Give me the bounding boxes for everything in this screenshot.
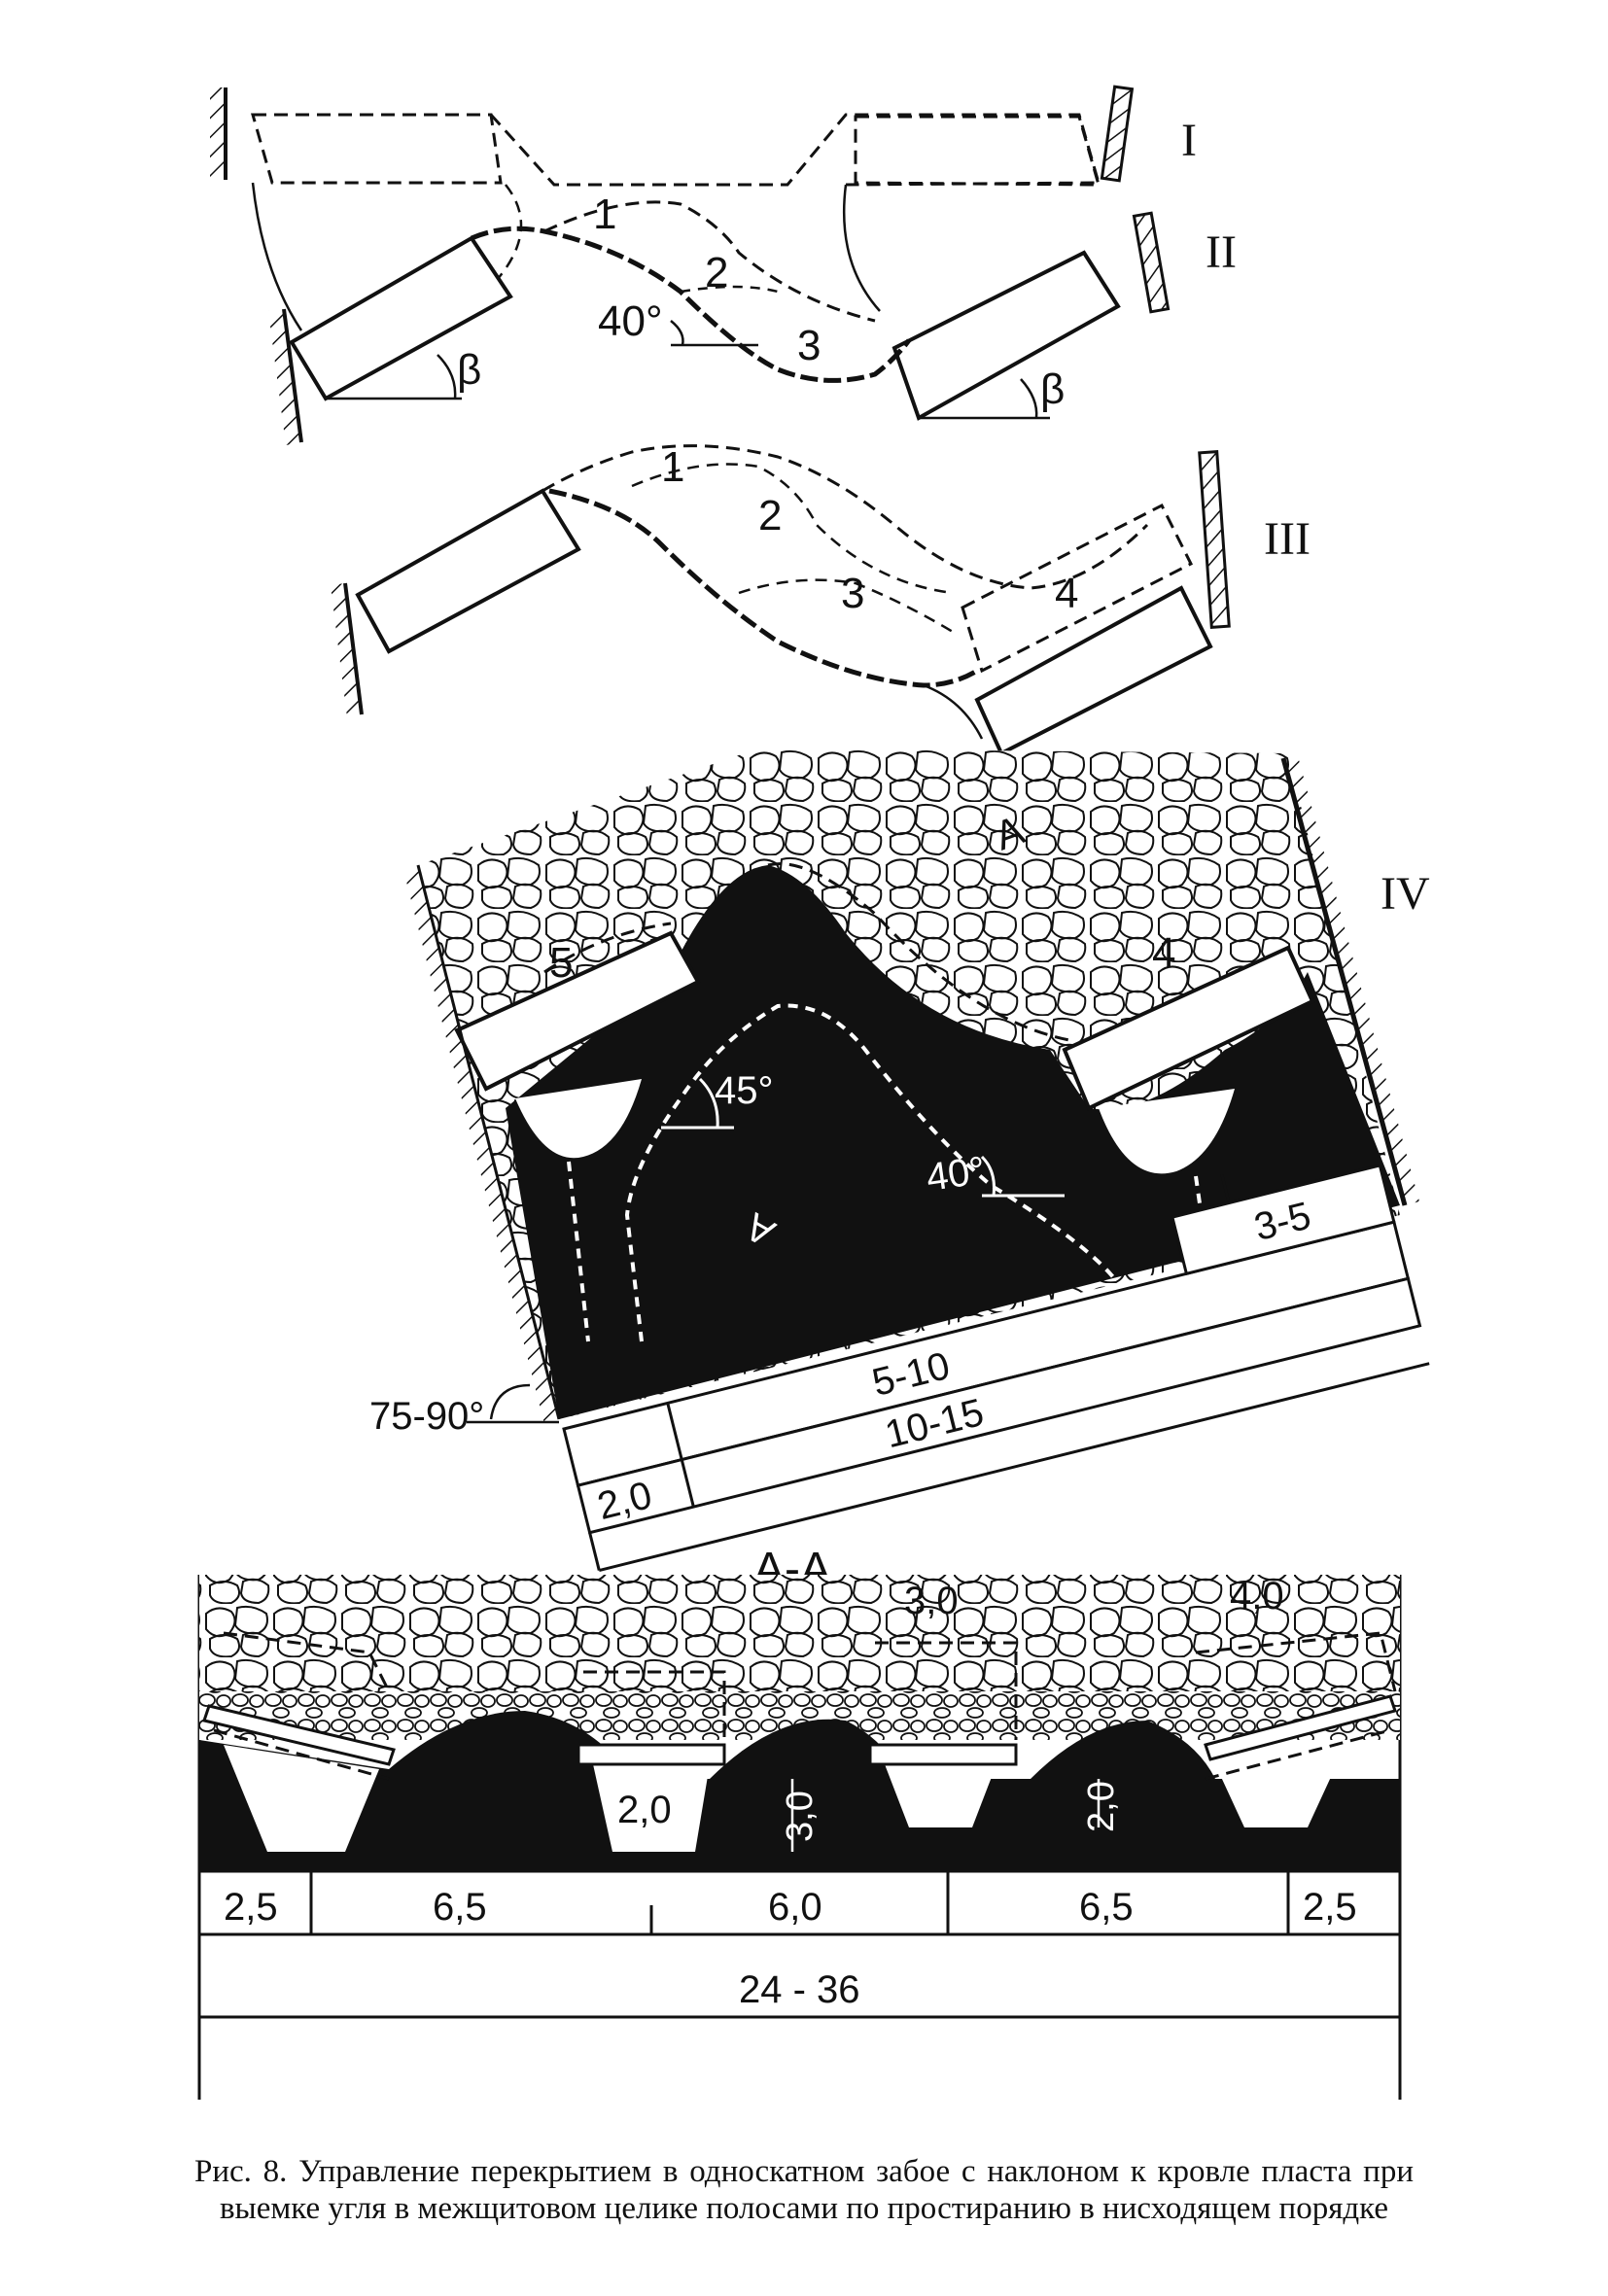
dash-aa-3: [875, 1641, 1018, 1740]
dim-tick-start: [588, 1532, 601, 1571]
wall-hatch-ii: [268, 309, 301, 445]
dash-aa-floor-1: [213, 1728, 390, 1781]
section-a-a: А-А 3,0 4,0 2,0 3,0 2,0: [197, 1544, 1402, 2100]
chamber-aa-1: [224, 1745, 379, 1852]
label-iv-5: 5: [549, 939, 573, 987]
dash-iv-left-1: [567, 1161, 590, 1342]
angle-base-arc: [489, 1383, 531, 1420]
dash-iv-rubble-mid: [767, 862, 1070, 1042]
panel-four: 45° 40° А А 5 4 IV 3-5 5-10 2,0 10-15: [369, 748, 1430, 1572]
chamber-aa-3: [885, 1764, 996, 1827]
beta-arc-right: [1020, 378, 1038, 419]
outline-iii-top: [542, 444, 1149, 590]
coal-mass: [506, 865, 1400, 1419]
dim-aa-6-5-left: 6,5: [433, 1886, 487, 1929]
dash-aa-1: [223, 1631, 391, 1692]
shield-aa-2: [577, 1743, 726, 1766]
floor-iii: [923, 683, 984, 740]
label-iii-1: 1: [661, 443, 684, 491]
layer-iii-3: [738, 578, 954, 634]
roman-i: I: [1181, 115, 1197, 166]
section-coal: [199, 1711, 1400, 1871]
chamber-right: [1099, 1089, 1235, 1174]
shield-iii-left: [355, 488, 581, 654]
wall-hatch-i: [210, 87, 226, 180]
panel-one-two: 1 2 3 40° β β I II: [210, 85, 1237, 445]
dash-iv-inner: [624, 1003, 1120, 1342]
wall-hatch-left-iv: [403, 865, 559, 1424]
chamber-aa-2: [593, 1764, 710, 1852]
roman-iv: IV: [1381, 868, 1430, 920]
shield-aa-3: [868, 1743, 1018, 1766]
dim-aa-total: 24 - 36: [739, 1968, 860, 2011]
top-dim-3-0: 3,0: [904, 1580, 959, 1622]
inner-dim-2-0-b: 2,0: [1081, 1781, 1122, 1832]
label-iii-2: 2: [758, 492, 782, 539]
arc-i-left: [251, 182, 303, 331]
shield-iv-left: [454, 930, 701, 1092]
dim-aa-2-5-left: 2,5: [224, 1886, 278, 1929]
angle40-arc: [670, 320, 684, 346]
angle40-iv-arc: [980, 1155, 996, 1197]
dash-aa-4: [1195, 1631, 1397, 1692]
layer-ii-3: [680, 285, 779, 294]
shield-aa-1: [202, 1704, 396, 1766]
label-angle-40-iv: 40°: [924, 1149, 988, 1200]
figure-caption: Рис. 8. Управление перекрытием в односка…: [194, 2154, 1414, 2226]
seam-line-ii: [471, 226, 911, 383]
dash-aa-2: [583, 1670, 726, 1740]
label-iv-4: 4: [1152, 929, 1175, 977]
inner-dim-2-0: 2,0: [617, 1789, 672, 1831]
bar-i: [1100, 85, 1135, 183]
dim-tick-20: [666, 1403, 695, 1508]
inner-dim-3-0: 3,0: [780, 1791, 821, 1842]
label-angle-40: 40°: [598, 297, 663, 345]
section-coal-arch-2: [710, 1719, 904, 1779]
label-i-1: 1: [593, 191, 616, 238]
layer-iii-2: [631, 463, 954, 595]
label-ii-2: 2: [705, 249, 728, 296]
dim-line-total: [598, 1362, 1430, 1572]
chamber-aa-4: [1215, 1764, 1337, 1827]
shield-iii-dashed: [961, 503, 1194, 674]
shield-aa-4: [1204, 1694, 1397, 1761]
shield-ii-right: [891, 250, 1121, 421]
arc-i-right: [842, 184, 881, 312]
dim-row-2: [576, 1276, 1422, 1535]
label-ii-3: 3: [797, 322, 821, 369]
label-beta-right: β: [1040, 365, 1065, 413]
wall-hatch-iii: [331, 583, 362, 717]
dash-iv-rubble-left: [543, 922, 672, 974]
dim-aa-6-0: 6,0: [768, 1886, 822, 1929]
roman-ii: II: [1206, 226, 1237, 278]
chamber-left: [515, 1079, 642, 1159]
shield-i-left: [251, 113, 503, 185]
shield-i-right: [854, 115, 1101, 187]
label-angle-45: 45°: [715, 1069, 774, 1112]
dim-cell-35: [1171, 1164, 1396, 1276]
shield-iii-right: [974, 585, 1213, 756]
wall-hatch-iv: [1283, 756, 1419, 1205]
beta-arc-left: [437, 354, 457, 400]
panel-three: 1 2 3 4 III: [331, 443, 1311, 756]
bar-iii: [1198, 449, 1231, 630]
label-iii-3: 3: [841, 570, 864, 617]
dim-aa-2-5-right: 2,5: [1303, 1886, 1357, 1929]
bar-ii: [1132, 211, 1171, 314]
top-dim-4-0: 4,0: [1230, 1575, 1284, 1618]
label-beta-left: β: [457, 346, 481, 394]
dimension-band-iv: 3-5 5-10 2,0 10-15: [562, 1164, 1430, 1572]
angle45-arc: [698, 1077, 719, 1129]
shield-ii-left: [289, 235, 513, 401]
dim-aa-6-5-right: 6,5: [1079, 1886, 1134, 1929]
label-angle-75-90: 75-90°: [369, 1395, 484, 1438]
outline-i: [489, 113, 1101, 187]
shield-iv-right: [1062, 945, 1315, 1111]
section-coal-arch-3: [1031, 1721, 1215, 1779]
roman-iii: III: [1264, 513, 1311, 565]
dash-aa-floor-2: [1205, 1728, 1391, 1781]
label-iii-4: 4: [1055, 570, 1078, 617]
layer-ii-2: [543, 200, 876, 323]
